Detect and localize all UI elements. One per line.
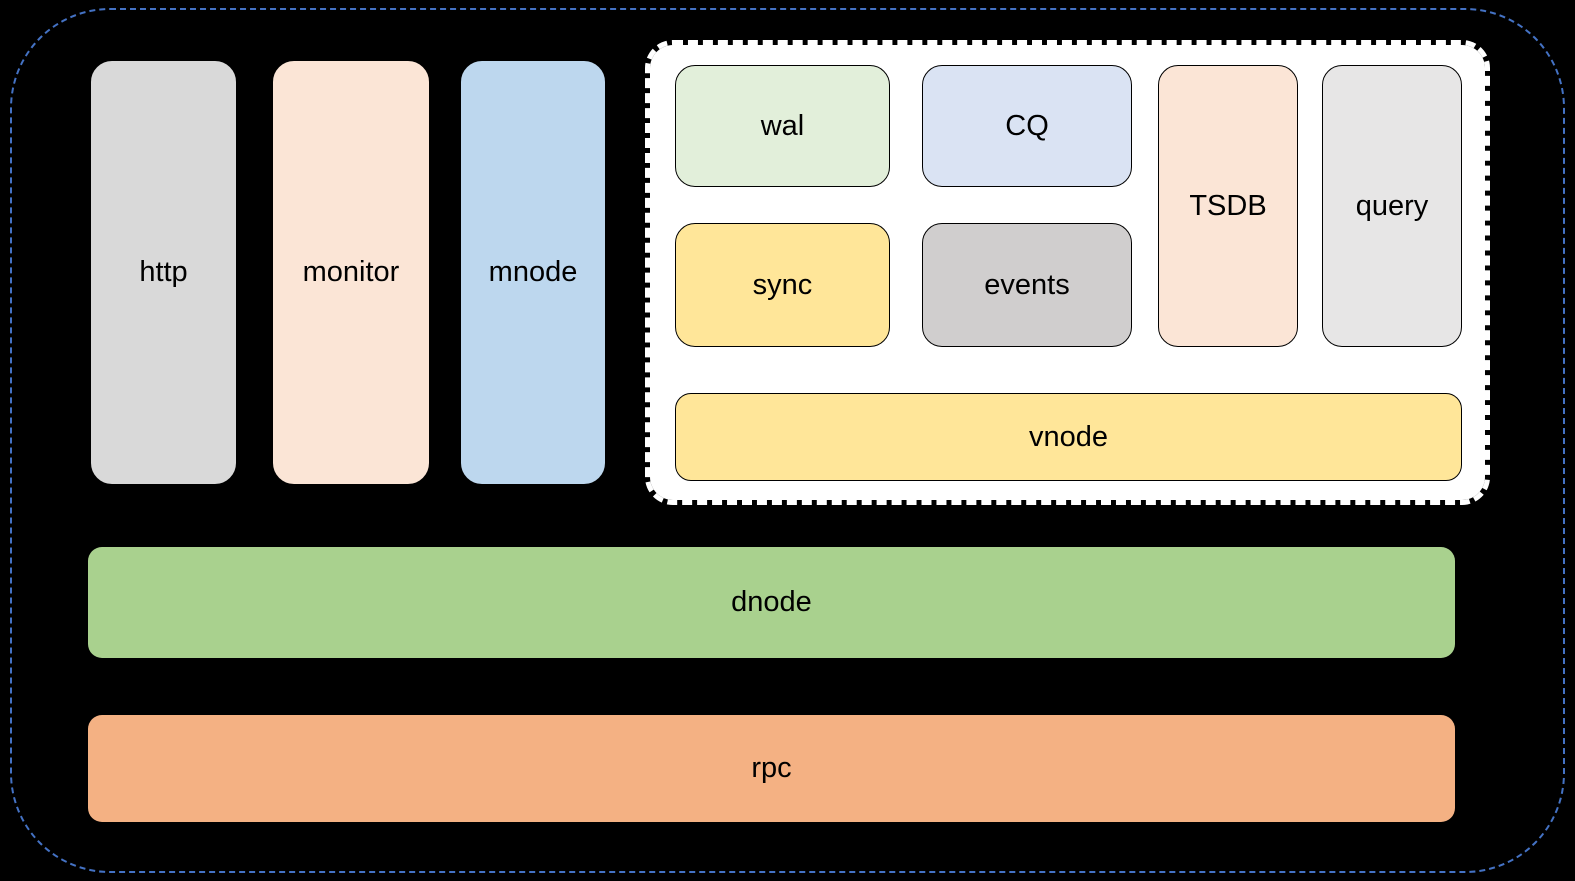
node-query: query [1322,65,1462,347]
node-vnode-label: vnode [1028,420,1108,453]
node-cq-label: CQ [1005,109,1049,142]
node-dnode-label: dnode [731,586,812,618]
node-http: http [90,60,237,485]
node-dnode: dnode [88,547,1455,658]
node-events: events [922,223,1132,347]
node-cq: CQ [922,65,1132,187]
node-monitor-label: monitor [302,256,400,288]
node-http-label: http [139,256,188,288]
node-tsdb: TSDB [1158,65,1298,347]
node-events-label: events [984,268,1070,301]
node-rpc-label: rpc [751,752,792,784]
node-monitor: monitor [272,60,430,485]
node-tsdb-label: TSDB [1189,189,1267,222]
vnode-group-container: wal CQ TSDB query sync events vnode [645,40,1490,505]
node-sync: sync [675,223,890,347]
node-mnode: mnode [460,60,606,485]
node-vnode: vnode [675,393,1462,481]
node-wal-label: wal [760,109,805,142]
node-mnode-label: mnode [488,256,578,288]
node-wal: wal [675,65,890,187]
node-rpc: rpc [88,715,1455,822]
node-sync-label: sync [752,268,813,301]
node-query-label: query [1355,189,1429,222]
